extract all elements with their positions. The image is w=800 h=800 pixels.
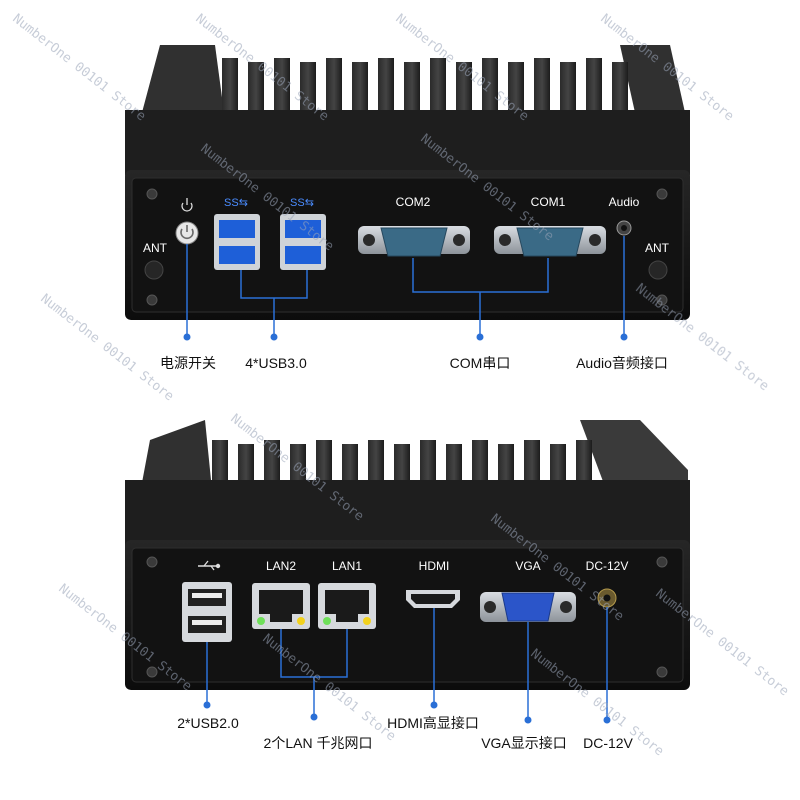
dc-jack[interactable]: [597, 588, 617, 608]
callout-lines-bottom: [206, 607, 608, 718]
antenna-hole-left: [144, 260, 164, 280]
heatsink-fins-bottom: [125, 420, 690, 550]
dc-label: DC-12V: [586, 559, 629, 573]
com2-label: COM2: [396, 195, 431, 209]
usb3-ports[interactable]: [214, 214, 326, 270]
callout-audio-label: Audio音频接口: [576, 355, 668, 371]
lan1-label: LAN1: [332, 559, 362, 573]
svg-text:SS⇆: SS⇆: [290, 197, 314, 209]
power-button[interactable]: [175, 221, 199, 245]
watermark-text: NumberOne 00101 Store: [10, 11, 149, 124]
lan1-port[interactable]: [318, 583, 376, 629]
usb3-icon: SS⇆ SS⇆: [224, 197, 314, 209]
callout-vga-label: VGA显示接口: [481, 735, 567, 751]
usb2-icon: [198, 560, 221, 571]
lan2-label: LAN2: [266, 559, 296, 573]
lan2-port[interactable]: [252, 583, 310, 629]
vga-label: VGA: [515, 559, 540, 573]
callout-dc-label: DC-12V: [583, 735, 633, 751]
audio-jack[interactable]: [616, 220, 632, 236]
power-icon: [181, 198, 193, 212]
mini-pc-front-view: ANT ANT SS⇆ SS⇆: [125, 45, 690, 371]
hdmi-label: HDMI: [419, 559, 450, 573]
com1-label: COM1: [531, 195, 566, 209]
ant-left-label: ANT: [143, 241, 168, 255]
audio-label: Audio: [609, 195, 640, 209]
vga-port[interactable]: [480, 592, 576, 622]
callout-lan-label: 2个LAN 千兆网口: [264, 735, 373, 751]
callout-usb2-label: 2*USB2.0: [177, 715, 239, 731]
ant-right-label: ANT: [645, 241, 670, 255]
mini-pc-rear-view: LAN2 LAN1 HDMI VGA DC-12V: [125, 420, 690, 751]
callout-lines-top: [186, 236, 625, 335]
usb2-ports[interactable]: [182, 582, 232, 642]
com2-port[interactable]: [358, 226, 470, 257]
callout-dots-bottom: [203, 701, 611, 724]
watermark-text: NumberOne 00101 Store: [633, 281, 772, 394]
antenna-hole-right: [648, 260, 668, 280]
callout-power-label: 电源开关: [160, 355, 216, 371]
callout-hdmi-label: HDMI高显接口: [387, 715, 479, 731]
callout-usb3-label: 4*USB3.0: [245, 355, 307, 371]
callout-dots-top: [183, 333, 628, 341]
com1-port[interactable]: [494, 226, 606, 257]
svg-text:SS⇆: SS⇆: [224, 197, 248, 209]
callout-com-label: COM串口: [450, 355, 511, 371]
hdmi-port[interactable]: [406, 590, 460, 608]
heatsink-fins-top: [125, 45, 690, 175]
